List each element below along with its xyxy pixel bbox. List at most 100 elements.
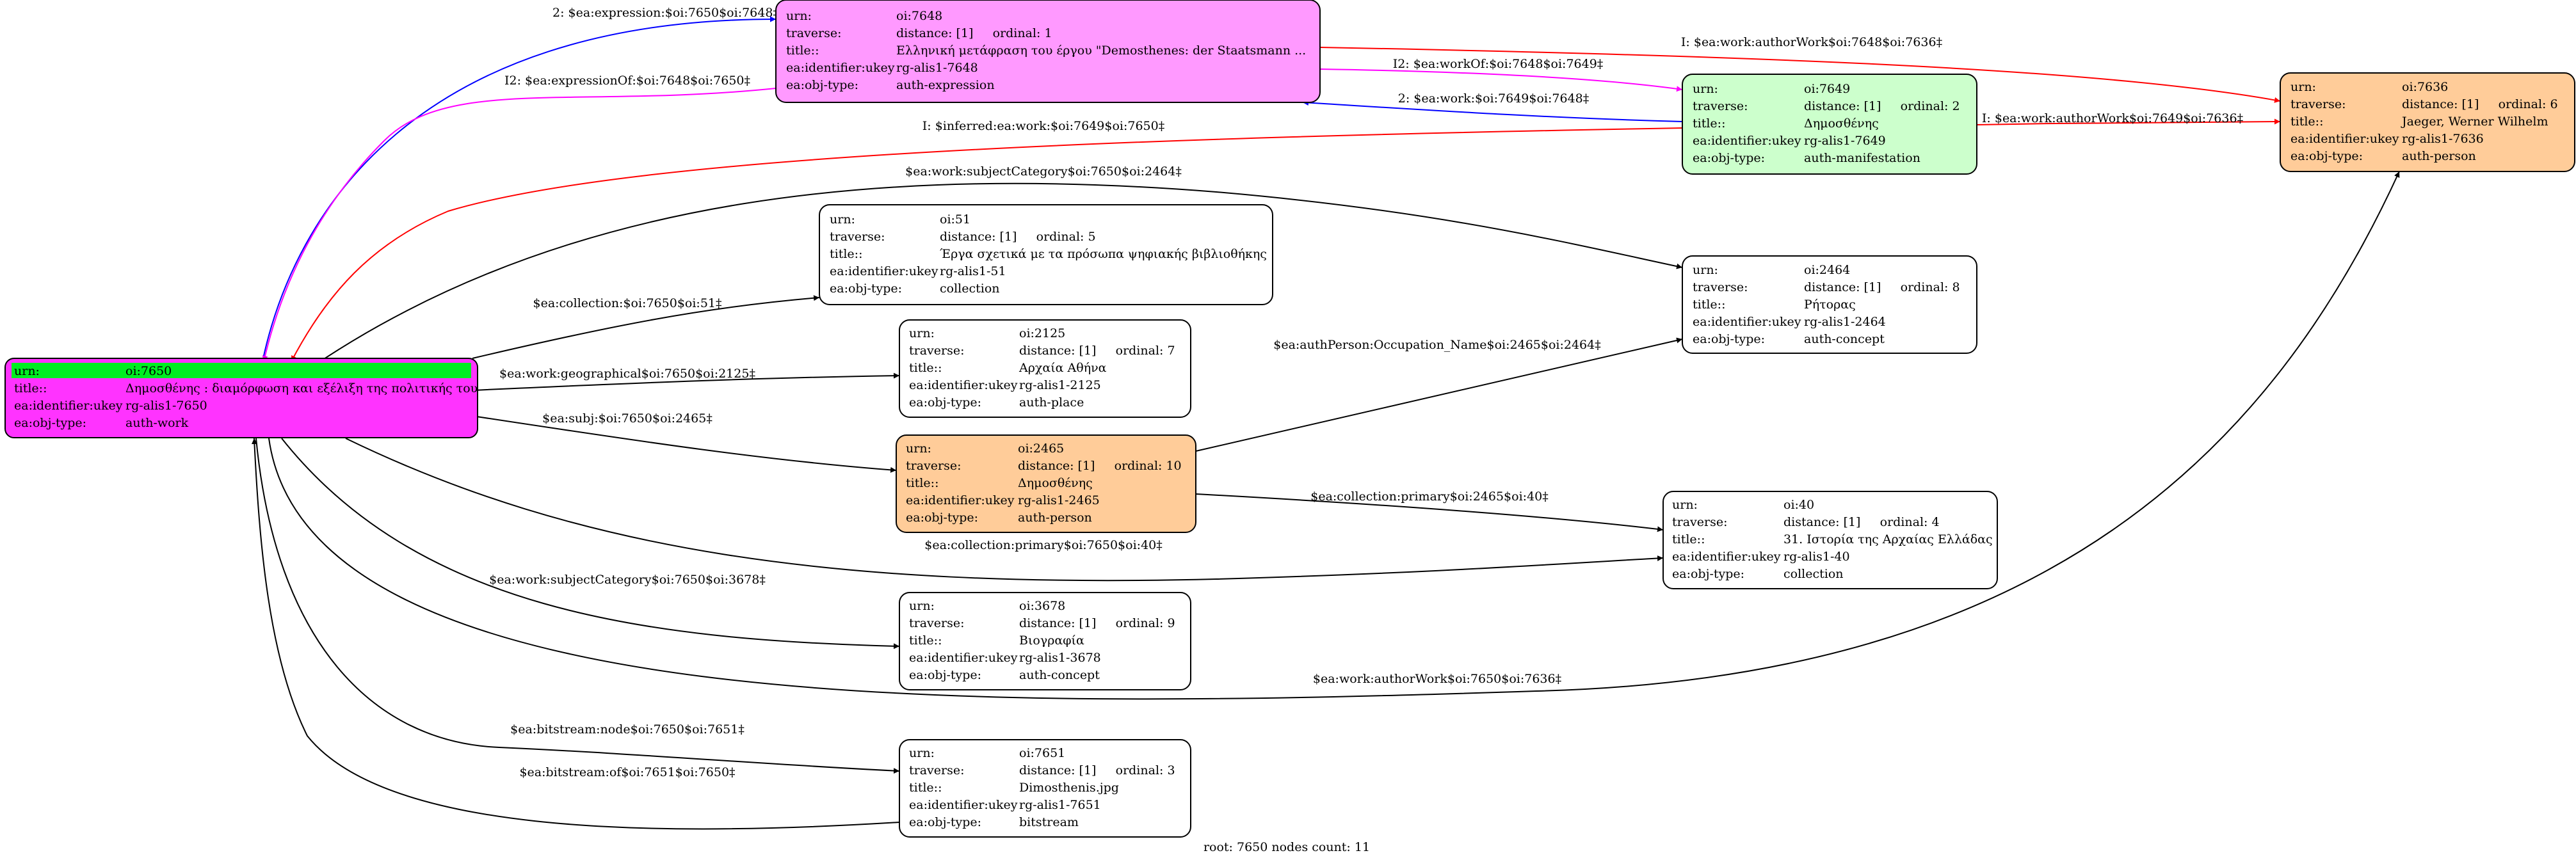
traverse-value: distance: [1] ordinal: 2 [1804, 99, 1960, 113]
title-value: Δημοσθένης [1018, 476, 1093, 490]
title-value: Ρήτορας [1804, 298, 1856, 312]
edge-authorwork-7648-7636[interactable]: I: $ea:work:authorWork$oi:7648$oi:7636‡ [1319, 35, 2281, 103]
edge-geographical-7650-2125[interactable]: $ea:work:geographical$oi:7650$oi:2125‡ [472, 367, 900, 391]
field-label: title:: [906, 476, 938, 490]
edge-label: I: $inferred:ea:work:$oi:7649$oi:7650‡ [922, 119, 1165, 133]
urn-value: oi:7650 [125, 364, 172, 378]
field-label: title:: [909, 633, 942, 648]
edge-collection-7650-51[interactable]: $ea:collection:$oi:7650$oi:51‡ [472, 295, 820, 359]
edge-bitstream-of-7651-7650[interactable]: $ea:bitstream:of$oi:7651$oi:7650‡ [251, 438, 900, 830]
field-label: ea:identifier:ukey [909, 378, 1018, 392]
field-label: traverse: [786, 26, 842, 40]
field-label: ea:obj-type: [2290, 149, 2363, 163]
title-value: Dimosthenis.jpg [1019, 781, 1119, 795]
ukey-value: rg-alis1-2125 [1019, 378, 1101, 392]
edge-workof-7648-7649[interactable]: I2: $ea:workOf:$oi:7648$oi:7649‡ [1319, 57, 1683, 92]
urn-value: oi:3678 [1019, 599, 1065, 613]
edge-expressionof-7648-7650[interactable]: I2: $ea:expressionOf:$oi:7648$oi:7650‡ [262, 74, 777, 362]
ukey-value: rg-alis1-2465 [1018, 493, 1100, 507]
ukey-value: rg-alis1-2464 [1804, 315, 1886, 329]
edge-label: $ea:work:authorWork$oi:7650$oi:7636‡ [1313, 672, 1561, 686]
traverse-value: distance: [1] ordinal: 9 [1019, 616, 1175, 630]
ukey-value: rg-alis1-7649 [1804, 134, 1886, 148]
edge-label: $ea:authPerson:Occupation_Name$oi:2465$o… [1273, 338, 1601, 352]
node-oi-7636[interactable]: urn: oi:7636 traverse: distance: [1] ord… [2280, 72, 2575, 172]
edge-inferred-7649-7650[interactable]: I: $inferred:ea:work:$oi:7649$oi:7650‡ [291, 119, 1683, 362]
field-label: traverse: [906, 459, 962, 473]
field-label: ea:identifier:ukey [786, 61, 895, 75]
node-oi-51[interactable]: urn: oi:51 traverse: distance: [1] ordin… [819, 204, 1273, 305]
node-oi-2465[interactable]: urn: oi:2465 traverse: distance: [1] ord… [896, 434, 1196, 533]
title-value: 31. Ιστορία της Αρχαίας Ελλάδας [1783, 532, 1993, 546]
edge-bitstream-node-7650-7651[interactable]: $ea:bitstream:node$oi:7650$oi:7651‡ [255, 438, 900, 774]
ukey-value: rg-alis1-7636 [2402, 132, 2484, 146]
objtype-value: auth-concept [1804, 332, 1885, 346]
edge-authorwork-7649-7636[interactable]: I: $ea:work:authorWork$oi:7649$oi:7636‡ [1976, 111, 2281, 125]
field-label: traverse: [1693, 99, 1748, 113]
objtype-value: auth-work [125, 416, 189, 430]
edge-label: 2: $ea:expression:$oi:7650$oi:7648‡ [552, 6, 779, 20]
field-label: traverse: [909, 344, 965, 358]
node-oi-3678[interactable]: urn: oi:3678 traverse: distance: [1] ord… [899, 592, 1191, 690]
field-label: ea:identifier:ukey [906, 493, 1015, 507]
edge-subj-7650-2465[interactable]: $ea:subj:$oi:7650$oi:2465‡ [472, 411, 897, 473]
field-label: traverse: [909, 616, 965, 630]
title-value: Αρχαία Αθήνα [1018, 361, 1107, 375]
field-label: ea:obj-type: [906, 511, 978, 525]
field-label: ea:obj-type: [1693, 151, 1765, 165]
urn-value: oi:2125 [1019, 326, 1065, 340]
objtype-value: collection [1783, 567, 1844, 581]
traverse-value: distance: [1] ordinal: 4 [1783, 515, 1940, 529]
edge-label: $ea:work:geographical$oi:7650$oi:2125‡ [499, 367, 755, 381]
field-label: ea:identifier:ukey [1693, 315, 1801, 329]
field-label: title:: [14, 381, 47, 395]
title-value: Δημοσθένης : διαμόρφωση και εξέλιξη της … [125, 381, 478, 395]
edge-subjectcategory-7650-3678[interactable]: $ea:work:subjectCategory$oi:7650$oi:3678… [281, 438, 900, 649]
edge-expression-7650-7648[interactable]: 2: $ea:expression:$oi:7650$oi:7648‡ [262, 6, 779, 362]
field-label: urn: [909, 746, 935, 760]
node-oi-7651[interactable]: urn: oi:7651 traverse: distance: [1] ord… [899, 739, 1191, 838]
field-label: ea:identifier:ukey [909, 798, 1018, 812]
node-oi-2125[interactable]: urn: oi:2125 traverse: distance: [1] ord… [899, 319, 1191, 418]
field-label: ea:identifier:ukey [2290, 132, 2399, 146]
field-label: ea:obj-type: [909, 668, 981, 682]
traverse-value: distance: [1] ordinal: 8 [1804, 280, 1960, 294]
urn-value: oi:2465 [1018, 442, 1064, 456]
traverse-value: distance: [1] ordinal: 6 [2402, 97, 2558, 111]
field-label: ea:obj-type: [1672, 567, 1744, 581]
field-label: title:: [2290, 115, 2323, 129]
edge-collection-primary-2465-40[interactable]: $ea:collection:primary$oi:2465$oi:40‡ [1195, 490, 1664, 532]
edge-occupation-2465-2464[interactable]: $ea:authPerson:Occupation_Name$oi:2465$o… [1195, 337, 1683, 452]
edge-collection-primary-7650-40[interactable]: $ea:collection:primary$oi:7650$oi:40‡ [345, 438, 1664, 582]
field-label: title:: [830, 247, 862, 261]
edge-authorwork-7650-7636[interactable]: $ea:work:authorWork$oi:7650$oi:7636‡ [268, 171, 2400, 700]
urn-value: oi:51 [940, 212, 970, 227]
objtype-value: auth-place [1019, 395, 1084, 410]
field-label: ea:identifier:ukey [1672, 550, 1781, 564]
field-label: urn: [1672, 498, 1698, 512]
field-label: title:: [1693, 116, 1725, 131]
edge-label: $ea:work:subjectCategory$oi:7650$oi:2464… [905, 164, 1182, 179]
node-oi-2464[interactable]: urn: oi:2464 traverse: distance: [1] ord… [1682, 255, 1977, 354]
urn-value: oi:7636 [2402, 80, 2448, 94]
root-highlight-bar [12, 363, 471, 378]
field-label: ea:obj-type: [830, 282, 902, 296]
edge-work-7649-7648[interactable]: 2: $ea:work:$oi:7649$oi:7648‡ [1302, 92, 1683, 122]
title-value: Δημοσθένης [1804, 116, 1879, 131]
edge-subjectcategory-7650-2464[interactable]: $ea:work:subjectCategory$oi:7650$oi:2464… [319, 164, 1683, 362]
traverse-value: distance: [1] ordinal: 3 [1019, 763, 1175, 777]
urn-value: oi:7651 [1019, 746, 1065, 760]
node-oi-7648[interactable]: urn: oi:7648 traverse: distance: [1] ord… [775, 0, 1321, 103]
urn-value: oi:7648 [896, 9, 942, 23]
field-label: urn: [1693, 263, 1718, 277]
graph-footer: root: 7650 nodes count: 11 [1203, 840, 1370, 854]
field-label: ea:obj-type: [909, 395, 981, 410]
node-oi-7649[interactable]: urn: oi:7649 traverse: distance: [1] ord… [1682, 74, 1977, 175]
field-label: urn: [909, 326, 935, 340]
node-oi-40[interactable]: urn: oi:40 traverse: distance: [1] ordin… [1662, 491, 1998, 589]
field-label: title:: [909, 361, 942, 375]
field-label: ea:obj-type: [909, 815, 981, 829]
field-label: urn: [1693, 82, 1718, 96]
node-oi-7650-root[interactable]: urn: oi:7650 title:: Δημοσθένης : διαμόρ… [4, 358, 478, 438]
ukey-value: rg-alis1-7651 [1019, 798, 1101, 812]
